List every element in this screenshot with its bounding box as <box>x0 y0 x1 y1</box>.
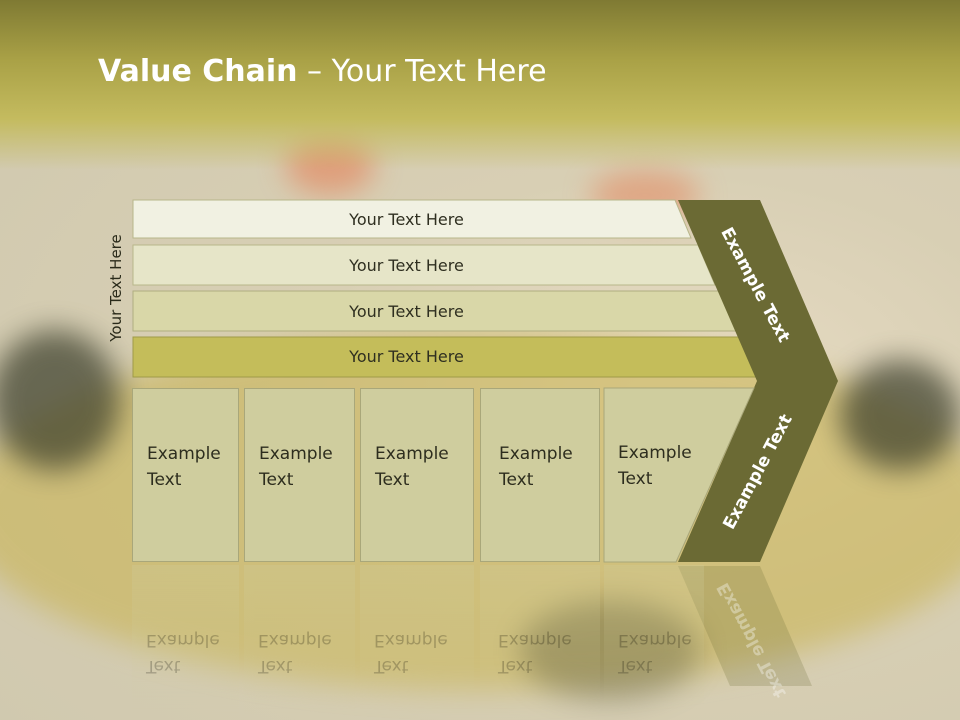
chevron-shape <box>678 200 838 562</box>
box-reflection-2: Text Example <box>244 565 355 715</box>
bar-1: Your Text Here <box>133 200 700 238</box>
last-box-shape <box>603 387 755 563</box>
box-2-line-2: Text <box>259 470 294 490</box>
bar-1-label: Your Text Here <box>349 209 464 229</box>
refl-5-line-1: Example <box>618 630 692 650</box>
page-title: Value Chain – Your Text Here <box>98 54 547 89</box>
box-4-line-1: Example <box>499 444 573 464</box>
box-2-line-1: Example <box>259 444 333 464</box>
title-banner <box>0 0 960 170</box>
bar-3-label: Your Text Here <box>349 301 464 321</box>
bar-4: Your Text Here <box>133 337 700 375</box>
refl-3-line-1: Example <box>374 630 448 650</box>
box-1-line-2: Text <box>147 470 182 490</box>
box-5-line-1: Example <box>618 443 692 463</box>
box-5-line-2: Text <box>618 469 653 489</box>
refl-3-line-2: Text <box>374 656 409 676</box>
box-4-line-2: Text <box>499 470 534 490</box>
box-reflection-5: Text Example <box>604 565 704 715</box>
refl-4-line-1: Example <box>498 630 572 650</box>
box-3-line-2: Text <box>375 470 410 490</box>
box-reflection-3: Text Example <box>360 565 474 715</box>
box-3-line-1: Example <box>375 444 449 464</box>
background-broccoli-left <box>0 330 120 470</box>
chevron-reflection <box>678 566 812 686</box>
bar-4-label: Your Text Here <box>349 346 464 366</box>
background-broccoli-right <box>840 360 960 470</box>
refl-5-line-2: Text <box>618 656 653 676</box>
bar-2-label: Your Text Here <box>349 255 464 275</box>
bar-1-shape <box>132 199 692 239</box>
refl-2-line-1: Example <box>258 630 332 650</box>
background-broccoli-bottom <box>520 600 700 700</box>
refl-1-line-2: Text <box>146 656 181 676</box>
title-rest: – Your Text Here <box>297 54 547 89</box>
refl-2-line-2: Text <box>258 656 293 676</box>
refl-4-line-2: Text <box>498 656 533 676</box>
refl-1-line-1: Example <box>146 630 220 650</box>
box-reflection-4: Text Example <box>480 565 600 715</box>
bar-2-shape <box>132 244 716 286</box>
box-reflection-1: Text Example <box>132 565 239 715</box>
title-bold: Value Chain <box>98 54 298 89</box>
bar-3: Your Text Here <box>133 292 700 330</box>
box-1-line-1: Example <box>147 444 221 464</box>
bar-2: Your Text Here <box>133 246 700 284</box>
